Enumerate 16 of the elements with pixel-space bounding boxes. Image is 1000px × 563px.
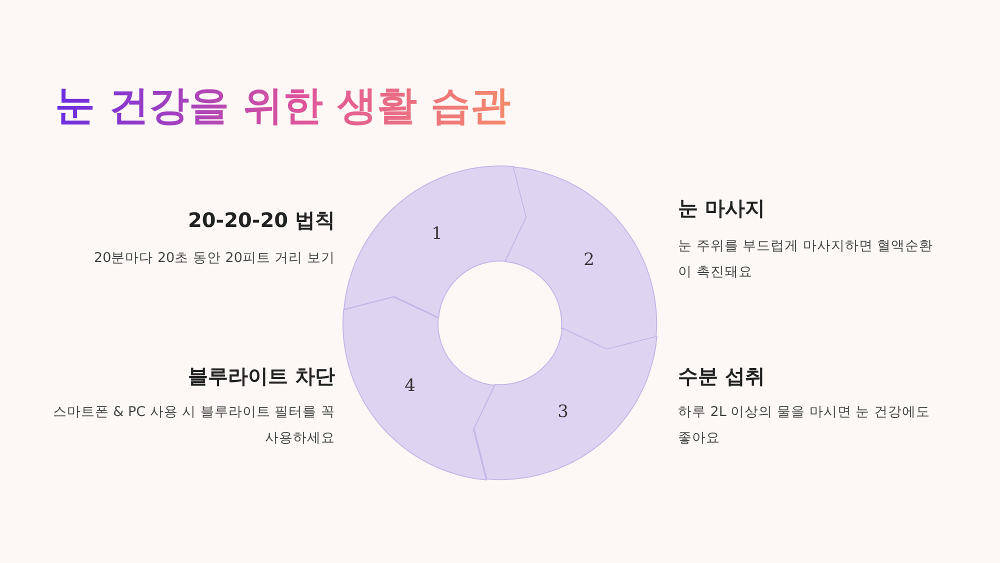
ring-segment xyxy=(474,328,656,480)
step-heading: 수분 섭취 xyxy=(678,363,765,390)
step-heading: 눈 마사지 xyxy=(678,195,765,222)
step-heading: 20-20-20 법칙 xyxy=(188,207,335,234)
step-description: 눈 주위를 부드럽게 마사지하면 혈액순환이 촉진돼요 xyxy=(678,237,934,282)
step-number: 1 xyxy=(432,224,442,244)
step-heading: 블루라이트 차단 xyxy=(188,363,335,390)
step-description: 20분마다 20초 동안 20피트 거리 보기 xyxy=(94,249,335,268)
step-number: 2 xyxy=(584,250,594,270)
step-description: 스마트폰 & PC 사용 시 블루라이트 필터를 꼭 사용하세요 xyxy=(52,403,335,448)
ring-segment xyxy=(344,166,526,318)
step-number: 4 xyxy=(404,376,416,396)
ring-segment xyxy=(505,166,657,350)
ring-segment xyxy=(343,296,495,480)
step-number: 3 xyxy=(558,402,568,422)
step-description: 하루 2L 이상의 물을 마시면 눈 건강에도 좋아요 xyxy=(678,403,931,448)
